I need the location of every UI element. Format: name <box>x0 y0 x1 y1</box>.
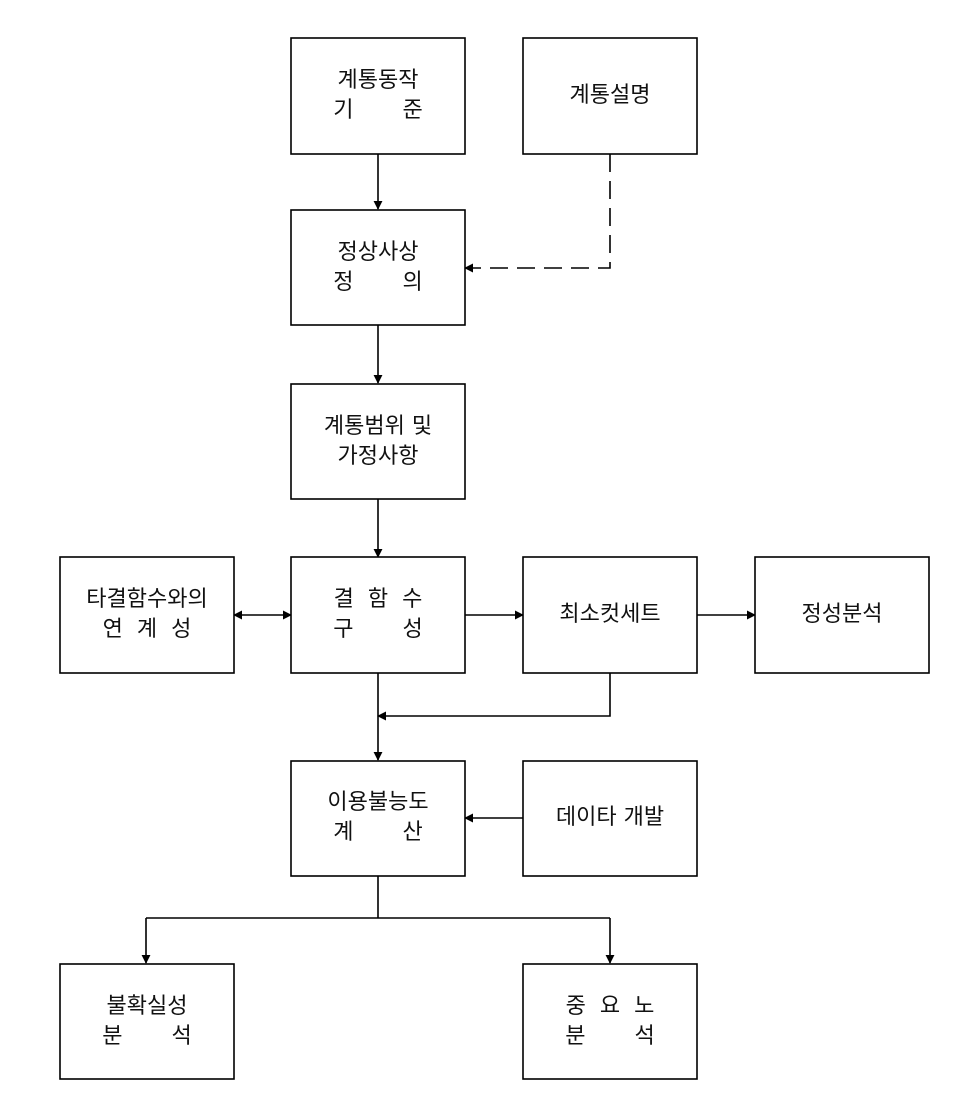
node-label-line: 이용불능도 <box>327 790 428 815</box>
node-importance-analysis: 중 요 노 분 석 <box>522 963 698 1080</box>
node-box <box>522 963 698 1080</box>
node-label-line: 계 산 <box>333 820 422 845</box>
node-label-line: 정상사상 <box>338 240 419 265</box>
node-qualitative-analysis: 정성분석 <box>754 556 930 674</box>
node-label-line: 연 계 성 <box>103 617 192 642</box>
node-box <box>290 209 466 326</box>
node-label-line: 타결함수와의 <box>86 587 207 612</box>
node-criteria: 계통동작 기 준 <box>290 37 466 155</box>
node-box <box>522 37 698 155</box>
node-box <box>522 556 698 674</box>
node-fault-tree-construction: 결 함 수 구 성 <box>290 556 466 674</box>
node-label-line: 데이타 개발 <box>556 805 664 830</box>
node-box <box>290 37 466 155</box>
edges-layer <box>141 154 756 964</box>
edge-min-cut-to-unavailability <box>377 673 611 721</box>
edge-unavailability-branch <box>146 876 610 919</box>
node-system-scope-assumptions: 계통범위 및 가정사항 <box>290 383 466 500</box>
node-box <box>754 556 930 674</box>
node-other-fault-tree-linkage: 타결함수와의 연 계 성 <box>59 556 235 674</box>
node-system-description: 계통설명 <box>522 37 698 155</box>
node-box <box>522 760 698 877</box>
node-label-line: 불확실성 <box>107 994 188 1019</box>
node-label-line: 가정사항 <box>338 444 419 469</box>
node-label-line: 분 석 <box>565 1024 654 1049</box>
node-box <box>290 556 466 674</box>
node-data-development: 데이타 개발 <box>522 760 698 877</box>
node-label-line: 구 성 <box>333 617 422 642</box>
node-uncertainty-analysis: 불확실성 분 석 <box>59 963 235 1080</box>
node-label-line: 정성분석 <box>802 602 883 627</box>
node-unavailability-calculation: 이용불능도 계 산 <box>290 760 466 877</box>
node-box <box>290 760 466 877</box>
node-label-line: 결 함 수 <box>334 587 423 612</box>
node-success-criteria-definition: 정상사상 정 의 <box>290 209 466 326</box>
node-label-line: 최소컷세트 <box>559 602 660 627</box>
node-label-line: 정 의 <box>333 270 422 295</box>
node-box <box>59 963 235 1080</box>
node-label-line: 계통범위 및 <box>324 414 432 439</box>
node-minimal-cut-sets: 최소컷세트 <box>522 556 698 674</box>
node-label-line: 기 준 <box>333 98 422 123</box>
node-label-line: 중 요 노 <box>566 994 655 1019</box>
node-label-line: 계통동작 <box>338 68 419 93</box>
node-label-line: 분 석 <box>102 1024 191 1049</box>
edge-system-desc-to-success <box>464 154 611 273</box>
node-box <box>59 556 235 674</box>
node-label-line: 계통설명 <box>570 83 651 108</box>
node-box <box>290 383 466 500</box>
